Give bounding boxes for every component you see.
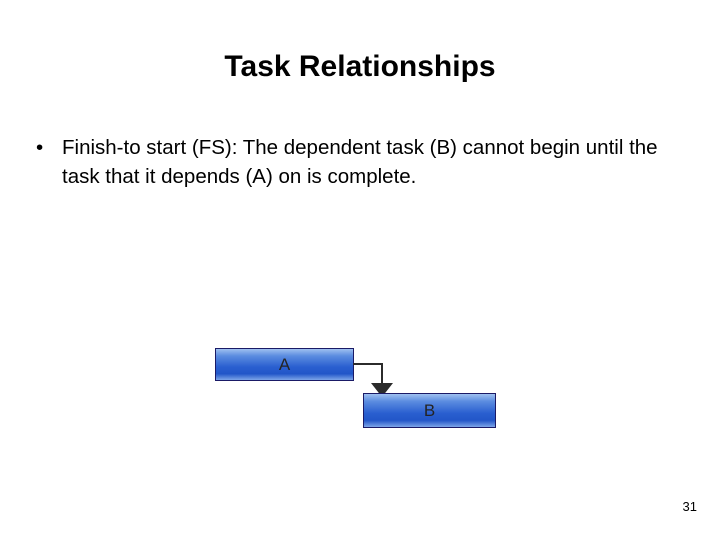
task-box-b-label: B: [423, 400, 436, 420]
bullet-marker-icon: •: [36, 136, 44, 159]
list-item: • Finish-to start (FS): The dependent ta…: [36, 133, 692, 191]
task-box-a-label: A: [278, 354, 291, 374]
page-title: Task Relationships: [224, 50, 496, 83]
bullet-list: • Finish-to start (FS): The dependent ta…: [36, 133, 692, 191]
page-number: 31: [682, 499, 697, 514]
task-relationship-diagram: A B: [215, 343, 505, 438]
connector-vertical-segment: [381, 363, 383, 385]
task-box-a: A: [215, 348, 354, 381]
connector-horizontal-segment: [353, 363, 383, 365]
bullet-text: Finish-to start (FS): The dependent task…: [62, 136, 658, 188]
task-box-b: B: [363, 393, 496, 428]
